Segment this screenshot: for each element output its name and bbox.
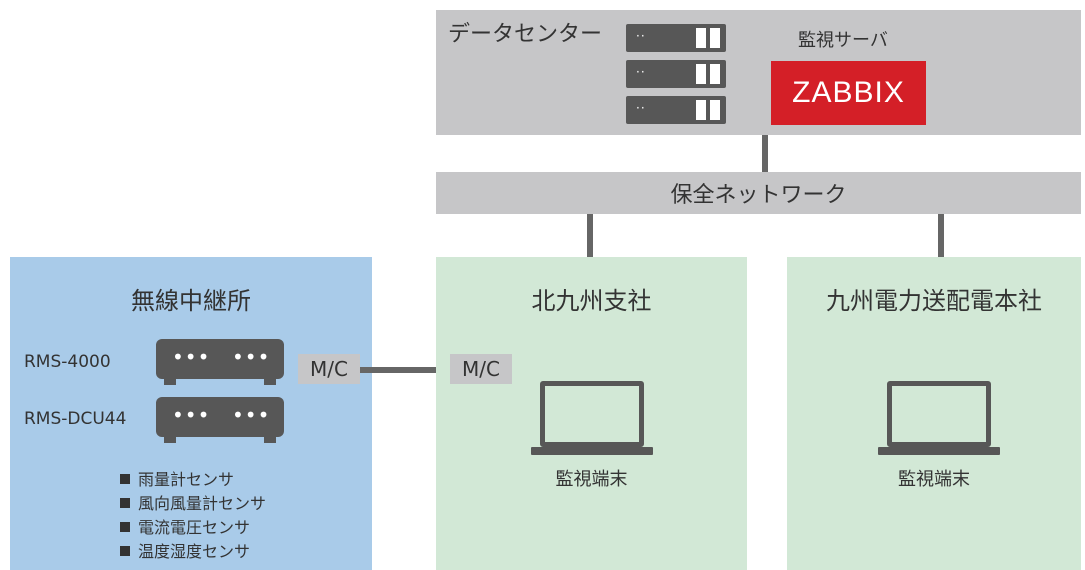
laptop-icon bbox=[887, 381, 991, 447]
kitakyushu-branch-panel: 北九州支社 M/C 監視端末 bbox=[436, 257, 747, 570]
monitor-server-label: 監視サーバ bbox=[798, 30, 888, 51]
mc-label: M/C bbox=[310, 357, 348, 381]
laptop-base bbox=[531, 447, 653, 455]
datacenter-panel: データセンター ·· ·· ·· 監視サーバ ZABBIX bbox=[436, 10, 1081, 135]
datacenter-title: データセンター bbox=[448, 22, 603, 47]
mc-label: M/C bbox=[462, 357, 500, 381]
bullet-square-icon bbox=[120, 546, 130, 556]
router-device-icon: ••• ••• bbox=[156, 397, 284, 443]
server-rack-icon: ·· bbox=[626, 60, 726, 88]
kyushu-hq-title: 九州電力送配電本社 bbox=[826, 287, 1042, 315]
device-label: RMS-4000 bbox=[24, 352, 111, 372]
laptop-base bbox=[878, 447, 1000, 455]
media-converter-box: M/C bbox=[450, 354, 512, 384]
sensor-item: 温度湿度センサ bbox=[120, 538, 250, 562]
bullet-square-icon bbox=[120, 474, 130, 484]
maintenance-network-bar: 保全ネットワーク bbox=[436, 172, 1081, 214]
server-rack-icon: ·· bbox=[626, 96, 726, 124]
monitoring-terminal-label: 監視端末 bbox=[898, 469, 970, 490]
server-rack-icon: ·· bbox=[626, 24, 726, 52]
connector-line bbox=[762, 135, 768, 172]
bullet-square-icon bbox=[120, 498, 130, 508]
zabbix-logo: ZABBIX bbox=[771, 61, 926, 125]
connector-line bbox=[587, 214, 593, 257]
media-converter-box: M/C bbox=[298, 354, 360, 384]
network-label: 保全ネットワーク bbox=[670, 183, 847, 208]
connector-line bbox=[938, 214, 944, 257]
laptop-icon bbox=[540, 381, 644, 447]
sensor-item: 電流電圧センサ bbox=[120, 514, 250, 538]
sensor-item: 雨量計センサ bbox=[120, 466, 234, 490]
router-device-icon: ••• ••• bbox=[156, 339, 284, 385]
mc-link-line bbox=[360, 367, 450, 373]
bullet-square-icon bbox=[120, 522, 130, 532]
device-label: RMS-DCU44 bbox=[24, 409, 127, 429]
sensor-item: 風向風量計センサ bbox=[120, 490, 266, 514]
kyushu-hq-panel: 九州電力送配電本社 監視端末 bbox=[787, 257, 1081, 570]
relay-station-title: 無線中継所 bbox=[131, 287, 251, 315]
monitoring-terminal-label: 監視端末 bbox=[555, 469, 628, 490]
kitakyushu-branch-title: 北九州支社 bbox=[531, 287, 652, 315]
relay-station-panel: 無線中継所 RMS-4000 ••• ••• RMS-DCU44 ••• •••… bbox=[10, 257, 372, 570]
